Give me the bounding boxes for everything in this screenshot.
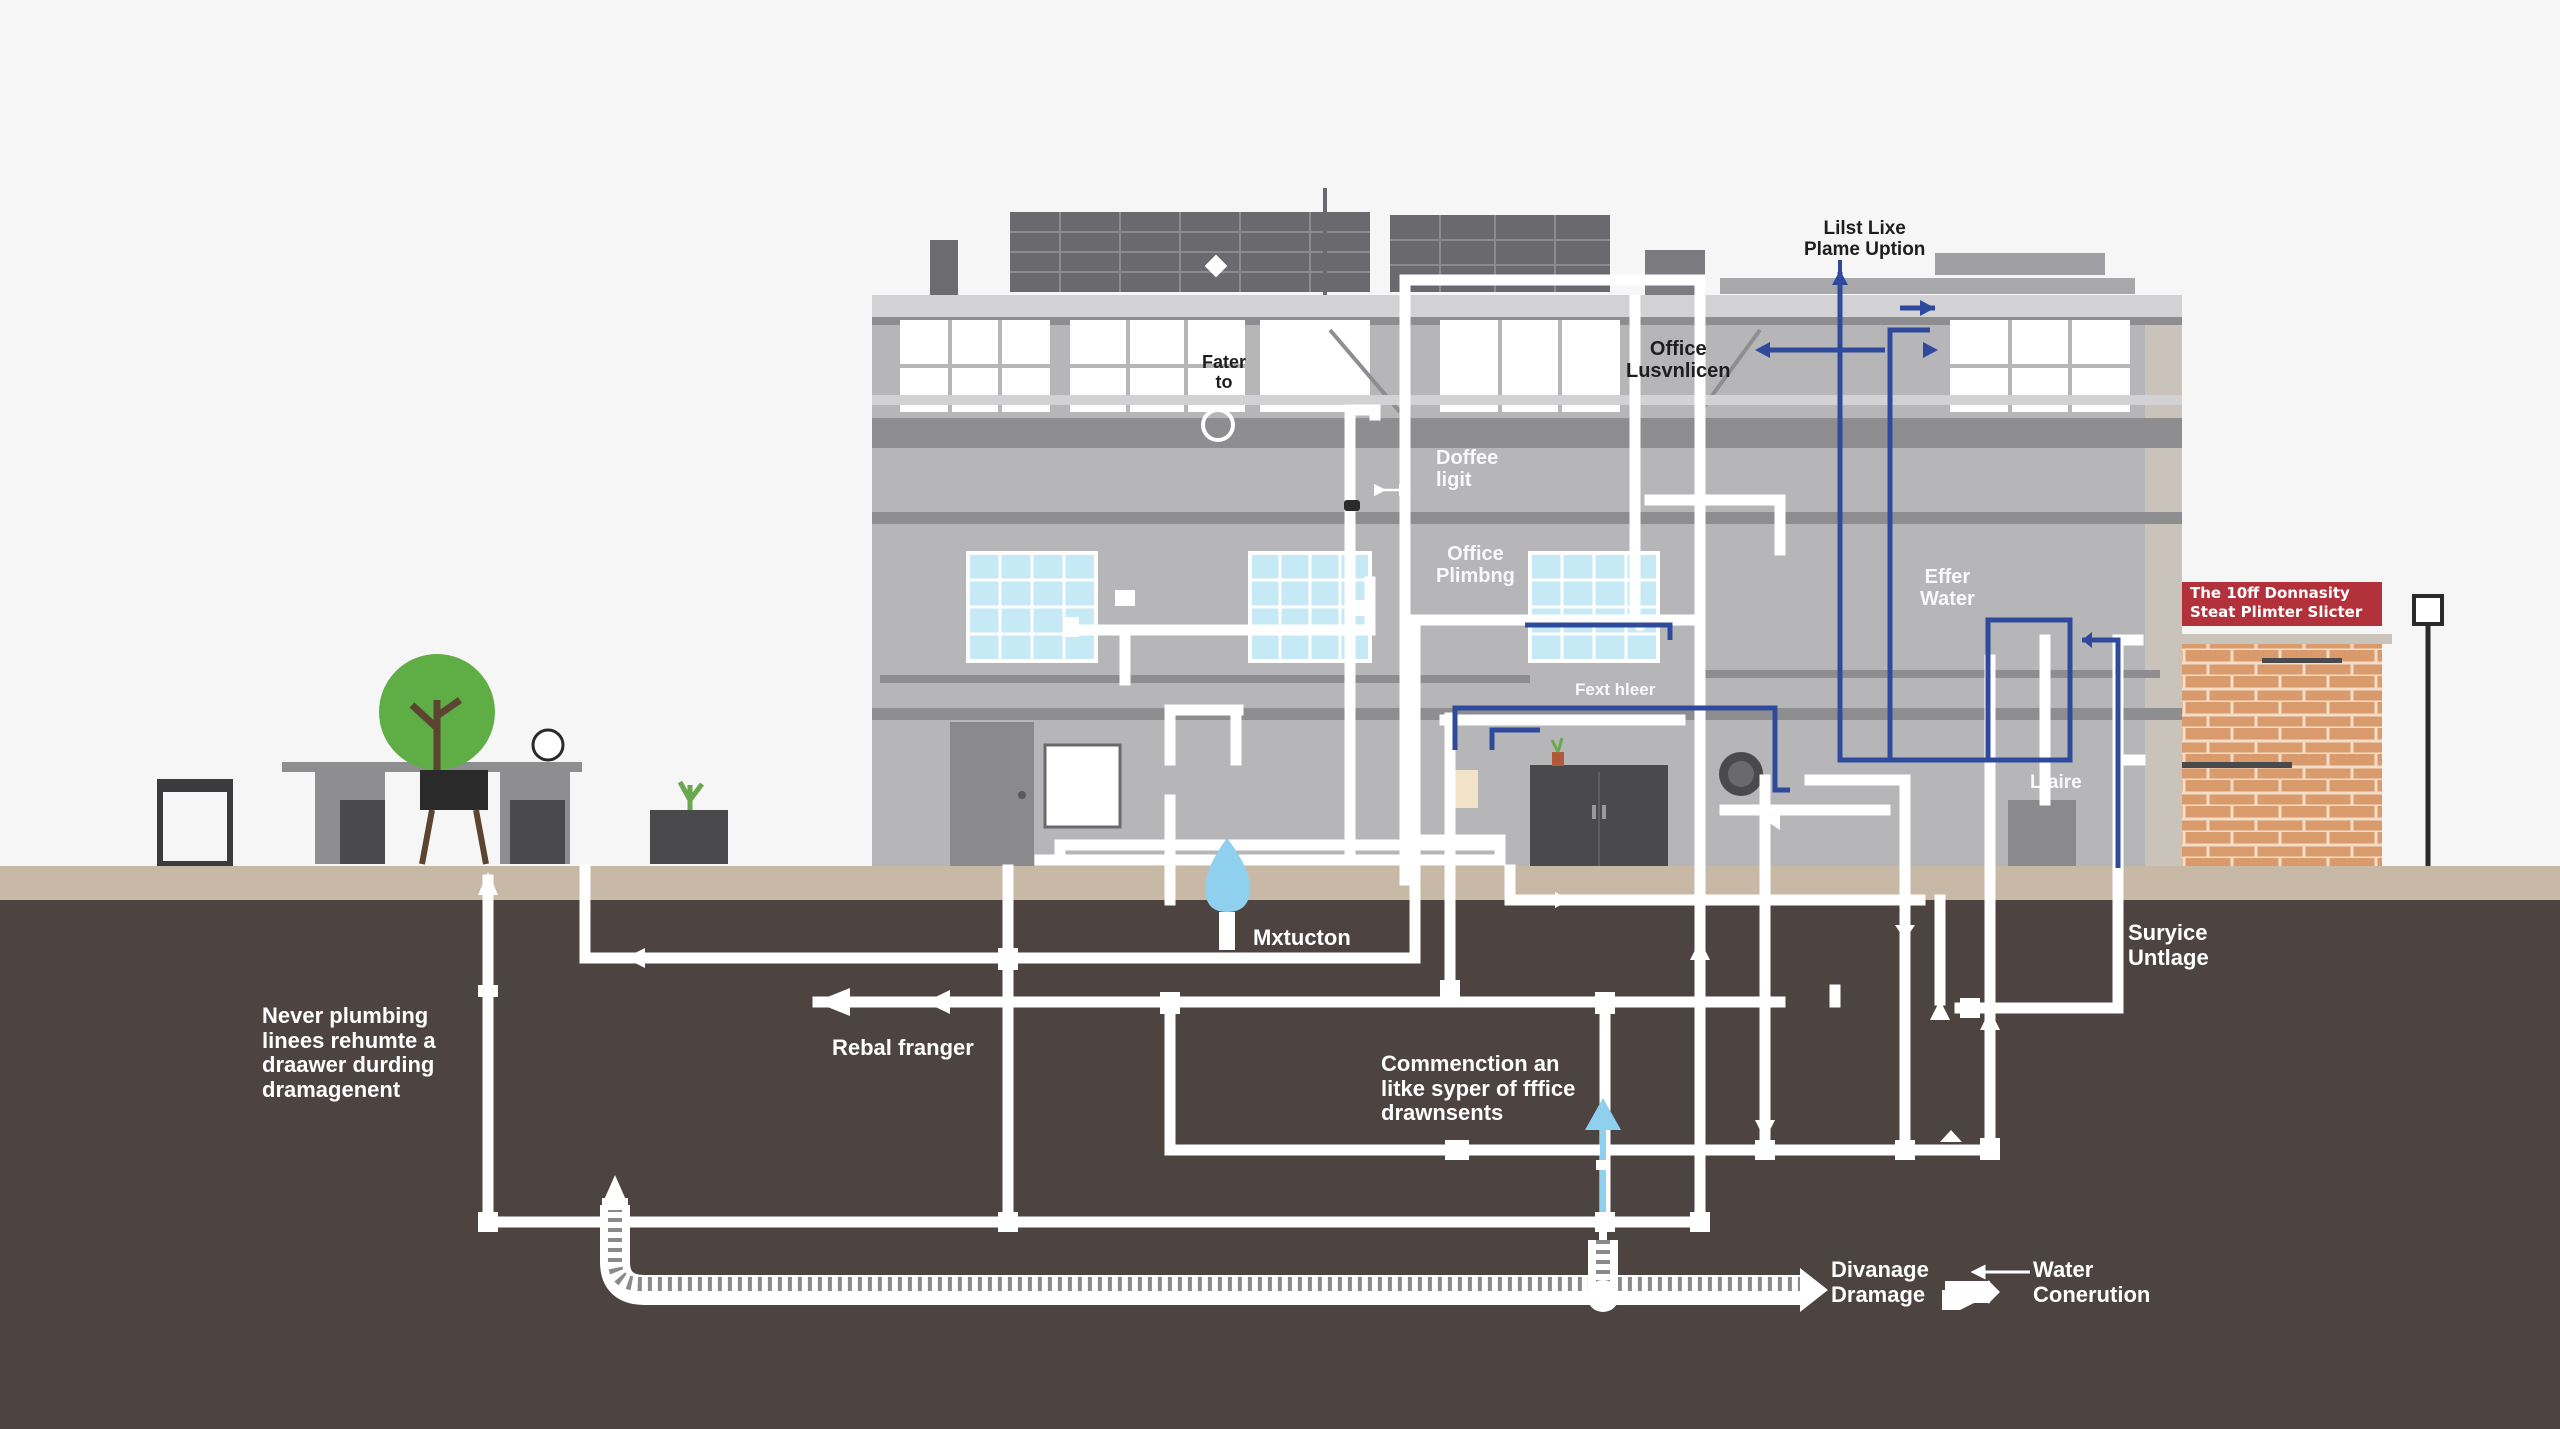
ground-strip xyxy=(0,866,2560,900)
drainage-pipe xyxy=(600,1175,2030,1312)
blue-supply-pipes xyxy=(1452,272,2121,868)
window xyxy=(966,551,1098,663)
shop-sign-text: The 10ff Donnasity Steat Plimter Slicter xyxy=(2190,584,2363,621)
supply-pipe xyxy=(1489,727,1540,750)
pipe-fittings xyxy=(478,408,2000,1232)
pipe xyxy=(1399,274,1706,886)
supply-pipe xyxy=(1525,622,1673,640)
supply-pipe xyxy=(1452,705,1790,793)
tree xyxy=(379,654,495,865)
pipe xyxy=(1062,576,1376,636)
pipe xyxy=(1644,494,1786,556)
pipe xyxy=(579,614,1706,964)
pipe xyxy=(1164,704,1244,906)
brick-wall xyxy=(2182,640,2382,868)
water-inlet-arrow xyxy=(1585,1098,1621,1212)
brick-shop xyxy=(2182,582,2444,868)
label-lfaire: Lfaire xyxy=(2030,772,2082,793)
pipe xyxy=(1439,714,1686,1006)
notice-board xyxy=(1043,743,1122,829)
label-office-top: Office Lusvnlicen xyxy=(1626,338,1731,383)
label-doffee: Doffee ligit xyxy=(1436,447,1499,492)
pipe xyxy=(1504,864,1926,906)
roof-parapet xyxy=(872,295,2182,317)
label-office-plumbing: Office Plimbng xyxy=(1436,543,1515,588)
pipe xyxy=(1804,774,1911,1156)
water-drop-icon xyxy=(1205,838,1250,950)
label-suryice: Suryice Untlage xyxy=(2128,920,2209,970)
label-effer-water: Effer Water xyxy=(1920,566,1975,611)
pipe xyxy=(1629,294,1706,626)
label-rebal-franger: Rebal franger xyxy=(832,1035,974,1060)
label-water-connection: Water Conerution xyxy=(2033,1257,2151,1307)
roof-vent xyxy=(930,240,958,295)
label-mxtucton: Mxtucton xyxy=(1253,925,1351,950)
supply-pipe xyxy=(2082,637,2121,868)
label-fater: Fater to xyxy=(1202,352,1247,393)
solar-panels-right xyxy=(1935,253,2105,275)
shop-sign xyxy=(2182,582,2382,626)
supply-arrows xyxy=(1755,270,2092,648)
label-divanage: Divanage Dramage xyxy=(1831,1257,1929,1307)
left-yard xyxy=(157,654,728,867)
label-commenction: Commenction an litke syper of fffice dra… xyxy=(1381,1051,1576,1126)
street-lamp xyxy=(2412,594,2444,868)
label-fext-hleer: Fext hleer xyxy=(1575,680,1656,699)
soil xyxy=(0,900,2560,1429)
pipe xyxy=(1344,404,1381,866)
supply-pipe xyxy=(1887,327,1930,760)
label-never-plumbing: Never plumbing linees rehumte a draawer … xyxy=(262,1003,436,1102)
supply-pipe xyxy=(1837,272,2073,763)
label-roof-line: Lilst Lixe Plame Uption xyxy=(1804,218,1926,261)
